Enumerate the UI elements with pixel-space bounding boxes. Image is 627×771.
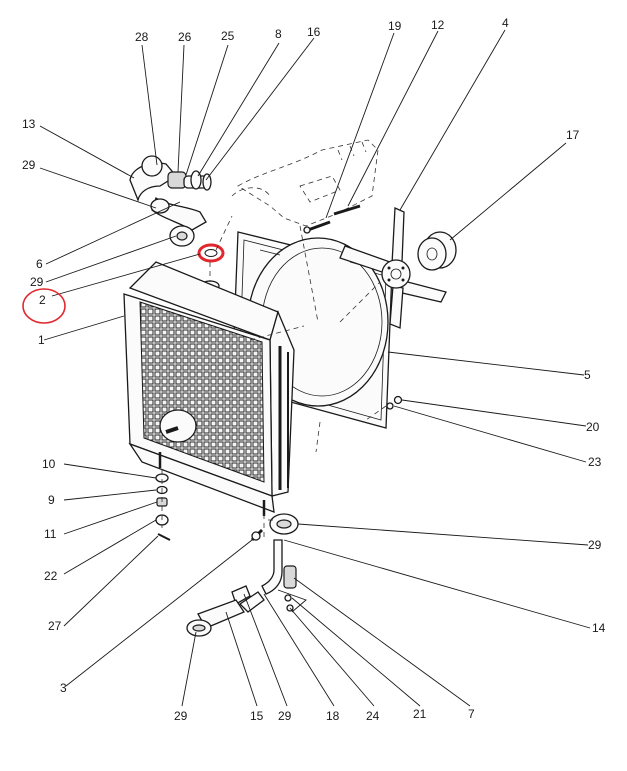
label-16: 16: [307, 25, 321, 39]
label-23: 23: [588, 455, 602, 469]
shroud-bolts: [386, 395, 403, 410]
label-20: 20: [586, 420, 600, 434]
label-7: 7: [468, 707, 475, 721]
radiator-cap-seal: [197, 243, 225, 263]
engine-outline-dashed: [231, 139, 379, 227]
label-29-bottom-mid: 29: [278, 709, 292, 723]
label-13: 13: [22, 117, 36, 131]
upper-hose-assembly: [129, 155, 212, 247]
label-25: 25: [221, 29, 235, 43]
label-19: 19: [388, 19, 402, 33]
label-15: 15: [250, 709, 264, 723]
bolt-19: [303, 220, 331, 234]
label-9: 9: [48, 493, 55, 507]
bolt-12: [333, 204, 361, 216]
label-28: 28: [135, 30, 149, 44]
label-17: 17: [566, 128, 580, 142]
drain-fittings: [155, 473, 171, 541]
label-11: 11: [44, 527, 57, 541]
lower-hose-assembly: [186, 513, 299, 637]
label-8: 8: [275, 27, 282, 41]
radiator: [123, 261, 295, 516]
label-3: 3: [60, 681, 67, 695]
label-6: 6: [36, 257, 43, 271]
label-29-right: 29: [588, 538, 602, 552]
label-4: 4: [502, 16, 509, 30]
label-24: 24: [366, 709, 380, 723]
label-22: 22: [44, 569, 58, 583]
label-18: 18: [326, 709, 340, 723]
label-21: 21: [413, 707, 427, 721]
label-1: 1: [38, 333, 45, 347]
label-29-bottom-left: 29: [174, 709, 188, 723]
fan-spacer-hub: [417, 231, 457, 271]
label-14: 14: [592, 621, 606, 635]
label-29-upper: 29: [22, 158, 36, 172]
label-5: 5: [584, 368, 591, 382]
label-2: 2: [39, 293, 46, 307]
label-27: 27: [48, 619, 62, 633]
part-labels: 28 26 25 8 16 19 12 4 17 13 29 6 29 2 1 …: [22, 16, 606, 723]
cooling-fan: [339, 207, 447, 329]
leader-lines: [39, 29, 591, 707]
label-12: 12: [431, 18, 445, 32]
label-26: 26: [178, 30, 192, 44]
highlight-circle: [22, 288, 66, 324]
label-29-mid: 29: [30, 275, 44, 289]
assembly-lines: [161, 215, 387, 540]
label-10: 10: [42, 457, 56, 471]
